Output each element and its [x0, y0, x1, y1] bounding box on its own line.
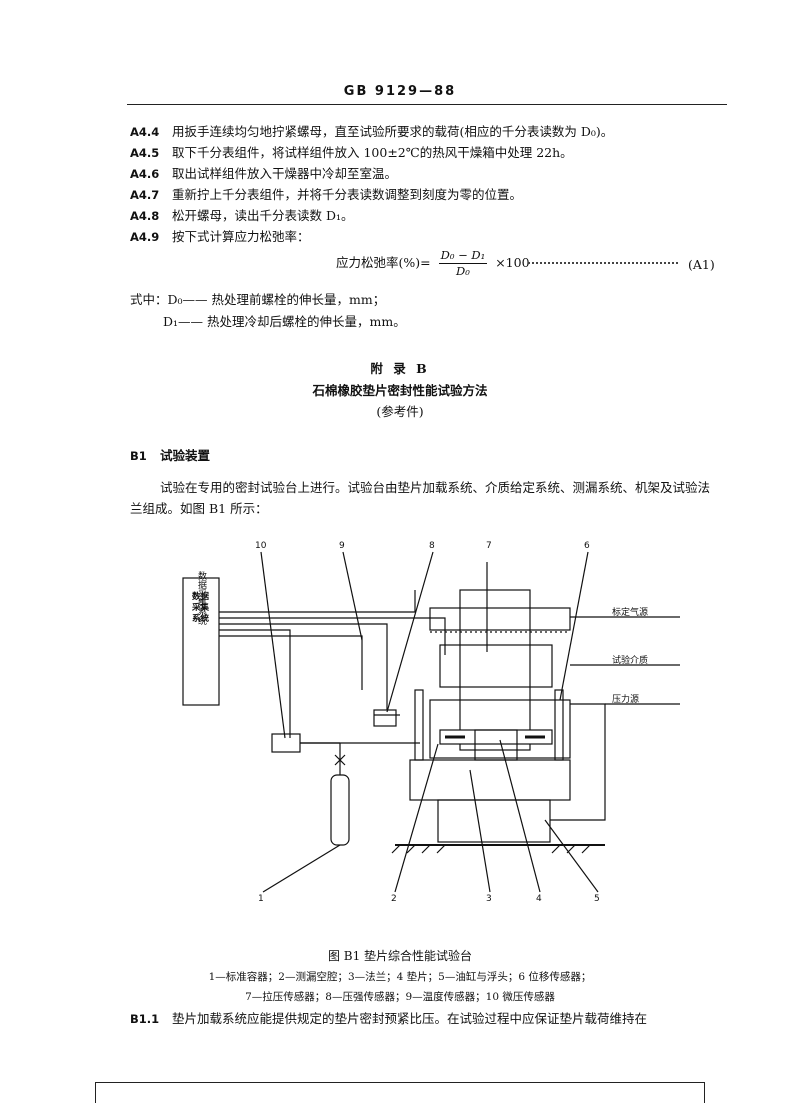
page-bottom-frame	[95, 1082, 705, 1103]
section-b1-para-line1: 试验在专用的密封试验台上进行。试验台由垫片加载系统、介质给定系统、测漏系统、机架…	[160, 480, 711, 495]
step-a4-6: A4.6 取出试样组件放入干燥器中冷却至室温。	[130, 163, 397, 182]
data-acquisition-box-label: 数据采集系统	[192, 592, 210, 624]
part-label-1: 1	[258, 894, 264, 904]
micro-pressure-sensor	[271, 733, 301, 753]
leader-5	[544, 819, 599, 893]
formula-fraction: D₀ − D₁ D₀	[438, 248, 488, 279]
section-b1-heading: B1 试验装置	[130, 445, 210, 464]
lower-flange	[409, 759, 571, 801]
label-test-medium: 试验介质	[612, 656, 649, 666]
data-acquisition-box	[182, 577, 220, 706]
where-d1: D₁—— 热处理冷却后螺栓的伸长量，mm。	[163, 314, 406, 329]
where-d0-text: D₀—— 热处理前螺栓的伸长量，mm；	[167, 292, 386, 307]
standard-container	[330, 774, 350, 846]
figure-legend-line1: 1—标准容器；2—测漏空腔；3—法兰；4 垫片；5—油缸与浮头；6 位移传感器；	[208, 971, 592, 983]
step-text: 取出试样组件放入干燥器中冷却至室温。	[172, 166, 398, 181]
step-a4-7: A4.7 重新拧上千分表组件，并将千分表读数调整到刻度为零的位置。	[130, 184, 522, 203]
step-a4-5: A4.5 取下千分表组件，将试样组件放入 100±2℃的热风干燥箱中处理 22h。	[130, 142, 573, 161]
standard-header: GB 9129—88	[343, 84, 457, 99]
figure-legend-line2: 7—拉压传感器；8—压强传感器；9—温度传感器；10 微压传感器	[245, 991, 555, 1003]
part-label-8: 8	[429, 541, 435, 551]
clause-text: 垫片加载系统应能提供规定的垫片密封预紧比压。在试验过程中应保证垫片载荷维持在	[172, 1011, 648, 1026]
step-number: A4.6	[130, 167, 160, 181]
section-b1-para-line2: 兰组成。如图 B1 所示：	[130, 501, 268, 516]
label-pressure-source: 压力源	[612, 695, 640, 705]
leader-2	[394, 743, 439, 893]
load-column	[459, 589, 531, 751]
part-label-3: 3	[486, 894, 492, 904]
leader-4	[499, 739, 541, 893]
step-text: 重新拧上千分表组件，并将千分表读数调整到刻度为零的位置。	[172, 187, 523, 202]
leader-6	[559, 551, 589, 701]
valve-symbol	[334, 754, 346, 766]
clause-b1-1: B1.1 垫片加载系统应能提供规定的垫片密封预紧比压。在试验过程中应保证垫片载荷维…	[130, 1008, 647, 1027]
where-d0: 式中：D₀—— 热处理前螺栓的伸长量，mm；	[130, 289, 385, 308]
leader-3	[469, 769, 491, 893]
left-bolt	[414, 689, 424, 761]
section-number: B1	[130, 449, 147, 463]
top-frame	[429, 607, 571, 631]
formula-lhs: 应力松弛率(%)=	[336, 255, 431, 270]
step-number: A4.5	[130, 146, 160, 160]
pressure-sensor	[373, 709, 397, 727]
formula-rhs: ×100	[495, 255, 530, 270]
part-label-2: 2	[391, 894, 397, 904]
step-text: 松开螺母，读出千分表读数 D₁。	[172, 208, 354, 223]
upper-flange	[429, 699, 571, 759]
where-lead: 式中：	[130, 292, 168, 307]
signal-line	[219, 635, 363, 690]
step-text: 取下千分表组件，将试样组件放入 100±2℃的热风干燥箱中处理 22h。	[172, 145, 573, 160]
step-number: A4.9	[130, 230, 160, 244]
leader-1	[262, 844, 341, 893]
signal-line	[219, 617, 446, 655]
signal-line	[219, 629, 291, 738]
part-label-9: 9	[339, 541, 345, 551]
base-hatch	[391, 844, 591, 854]
figure-caption: 图 B1 垫片综合性能试验台	[327, 949, 473, 963]
data-acquisition-label: 数据采集系统	[196, 570, 207, 626]
signal-line	[219, 623, 388, 710]
pressure-source-line	[550, 703, 606, 821]
step-number: A4.4	[130, 125, 160, 139]
label-calibration-gas: 标定气源	[612, 608, 649, 618]
formula-numerator: D₀ − D₁	[438, 248, 488, 264]
step-number: A4.7	[130, 188, 160, 202]
tension-compression-sensor	[439, 644, 553, 688]
leader-10	[260, 551, 286, 739]
clause-number: B1.1	[130, 1012, 160, 1026]
step-a4-4: A4.4 用扳手连续均匀地拧紧螺母，直至试验所要求的载荷(相应的千分表读数为 D₀…	[130, 121, 613, 140]
step-a4-9: A4.9 按下式计算应力松弛率：	[130, 226, 310, 245]
appendix-note: (参考件)	[376, 404, 424, 419]
step-text: 按下式计算应力松弛率：	[172, 229, 310, 244]
formula-leader-dots	[528, 262, 678, 264]
formula-label: (A1)	[688, 257, 715, 272]
gasket-test-rig-diagram: 数据采集系统	[182, 551, 680, 893]
leader-8	[386, 551, 434, 713]
signal-line	[219, 590, 416, 613]
appendix-subtitle: 石棉橡胶垫片密封性能试验方法	[312, 383, 488, 398]
step-text: 用扳手连续均匀地拧紧螺母，直至试验所要求的载荷(相应的千分表读数为 D₀)。	[172, 124, 614, 139]
section-heading-text: 试验装置	[160, 448, 211, 463]
formula-denominator: D₀	[455, 264, 470, 278]
part-label-6: 6	[584, 541, 590, 551]
formula-a1: 应力松弛率(%)= D₀ − D₁ D₀ ×100	[336, 248, 530, 279]
part-label-5: 5	[594, 894, 600, 904]
part-label-7: 7	[486, 541, 492, 551]
leader-9	[342, 551, 363, 641]
step-a4-8: A4.8 松开螺母，读出千分表读数 D₁。	[130, 205, 354, 224]
part-label-4: 4	[536, 894, 542, 904]
oil-cylinder	[437, 799, 551, 843]
header-rule	[127, 104, 727, 105]
appendix-title: 附 录 B	[370, 361, 430, 376]
step-number: A4.8	[130, 209, 160, 223]
part-label-10: 10	[255, 541, 267, 551]
